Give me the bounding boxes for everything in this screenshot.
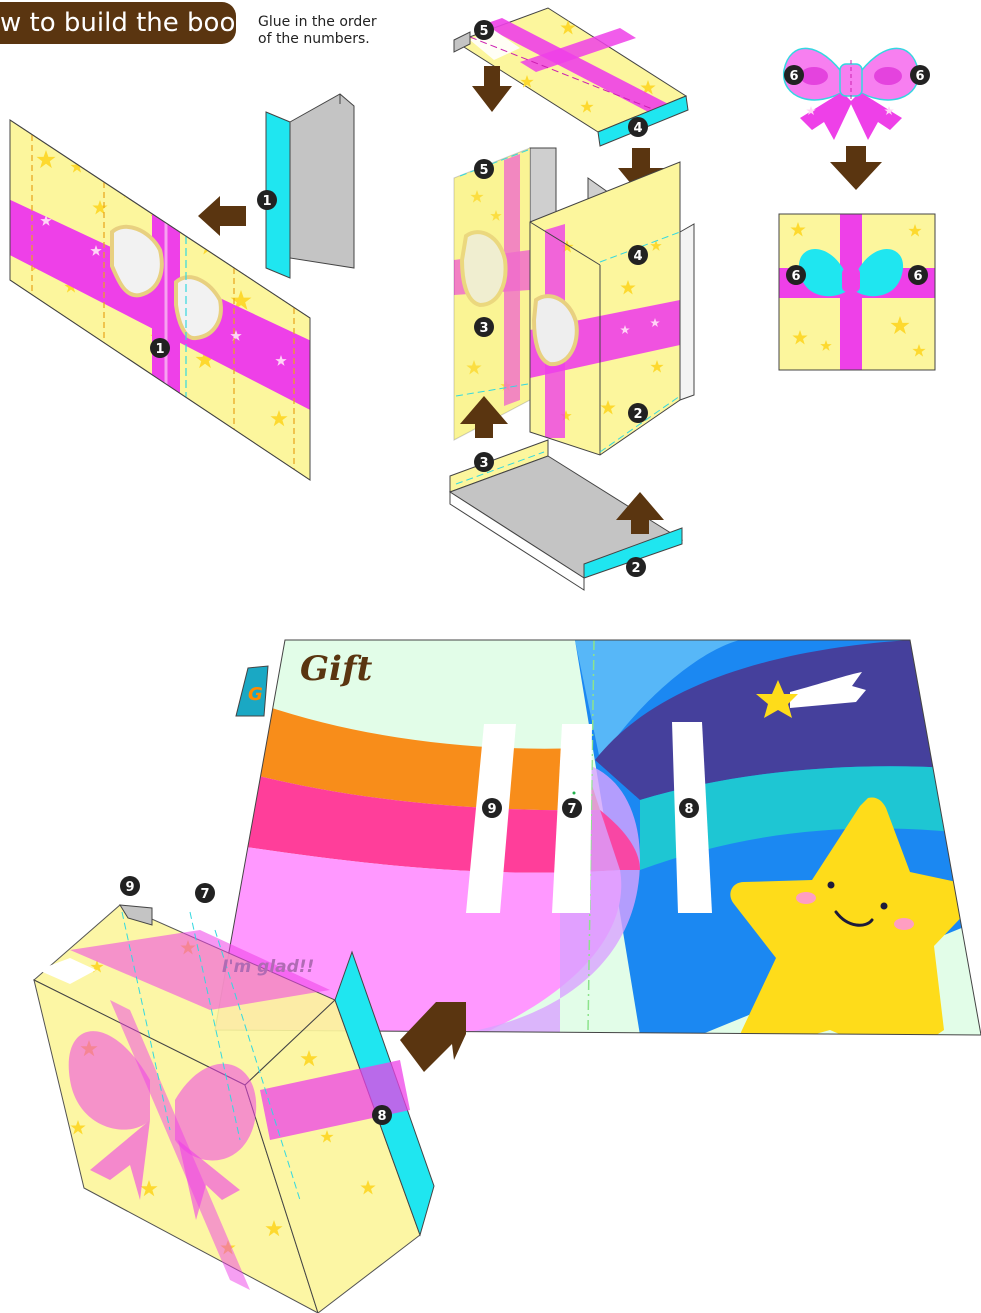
svg-text:8: 8 xyxy=(684,802,693,817)
svg-text:2: 2 xyxy=(633,407,642,422)
step-5-marker-a: 5 xyxy=(474,20,494,40)
step6-preview: 6 6 xyxy=(779,214,935,370)
svg-text:4: 4 xyxy=(633,121,642,136)
card-title: Gift xyxy=(300,649,373,689)
svg-text:8: 8 xyxy=(377,1109,386,1124)
step-4-marker-b: 4 xyxy=(628,245,648,265)
svg-text:6: 6 xyxy=(913,269,922,284)
svg-text:3: 3 xyxy=(479,456,488,471)
step-4-marker-a: 4 xyxy=(628,117,648,137)
step-9-marker-b: 9 xyxy=(120,876,140,896)
step-7-marker-a: 7 xyxy=(562,798,582,818)
svg-text:6: 6 xyxy=(915,69,924,84)
step-6-marker-b: 6 xyxy=(910,65,930,85)
svg-text:3: 3 xyxy=(479,321,488,336)
card-tab-letter: G xyxy=(248,684,263,705)
step-9-marker-a: 9 xyxy=(482,798,502,818)
step-8-marker-a: 8 xyxy=(679,798,699,818)
step-1-marker-b: 1 xyxy=(257,190,277,210)
arrow-left-icon xyxy=(198,196,246,236)
arrow-down-icon xyxy=(830,146,882,190)
svg-text:9: 9 xyxy=(487,802,496,817)
step-7-marker-b: 7 xyxy=(195,883,215,903)
svg-text:6: 6 xyxy=(789,69,798,84)
bow-icon: 6 6 xyxy=(784,48,930,140)
svg-text:7: 7 xyxy=(567,802,576,817)
svg-text:6: 6 xyxy=(791,269,800,284)
step-6-marker-a: 6 xyxy=(784,65,804,85)
svg-text:1: 1 xyxy=(155,342,164,357)
svg-text:4: 4 xyxy=(633,249,642,264)
step-6-marker-d: 6 xyxy=(908,265,928,285)
step-1-marker-a: 1 xyxy=(150,338,170,358)
step-6-marker-c: 6 xyxy=(786,265,806,285)
card-message: I'm glad!! xyxy=(222,957,314,977)
step-2-marker-b: 2 xyxy=(626,557,646,577)
svg-text:5: 5 xyxy=(479,163,488,178)
step-3-marker-a: 3 xyxy=(474,317,494,337)
svg-text:9: 9 xyxy=(125,880,134,895)
svg-text:1: 1 xyxy=(262,194,271,209)
svg-text:7: 7 xyxy=(200,887,209,902)
step1-folded-tab: 1 xyxy=(257,94,354,278)
step-5-marker-b: 5 xyxy=(474,159,494,179)
step-8-marker-b: 8 xyxy=(372,1105,392,1125)
svg-text:2: 2 xyxy=(631,561,640,576)
step-3-marker-b: 3 xyxy=(474,452,494,472)
svg-text:5: 5 xyxy=(479,24,488,39)
step-2-marker-a: 2 xyxy=(628,403,648,423)
